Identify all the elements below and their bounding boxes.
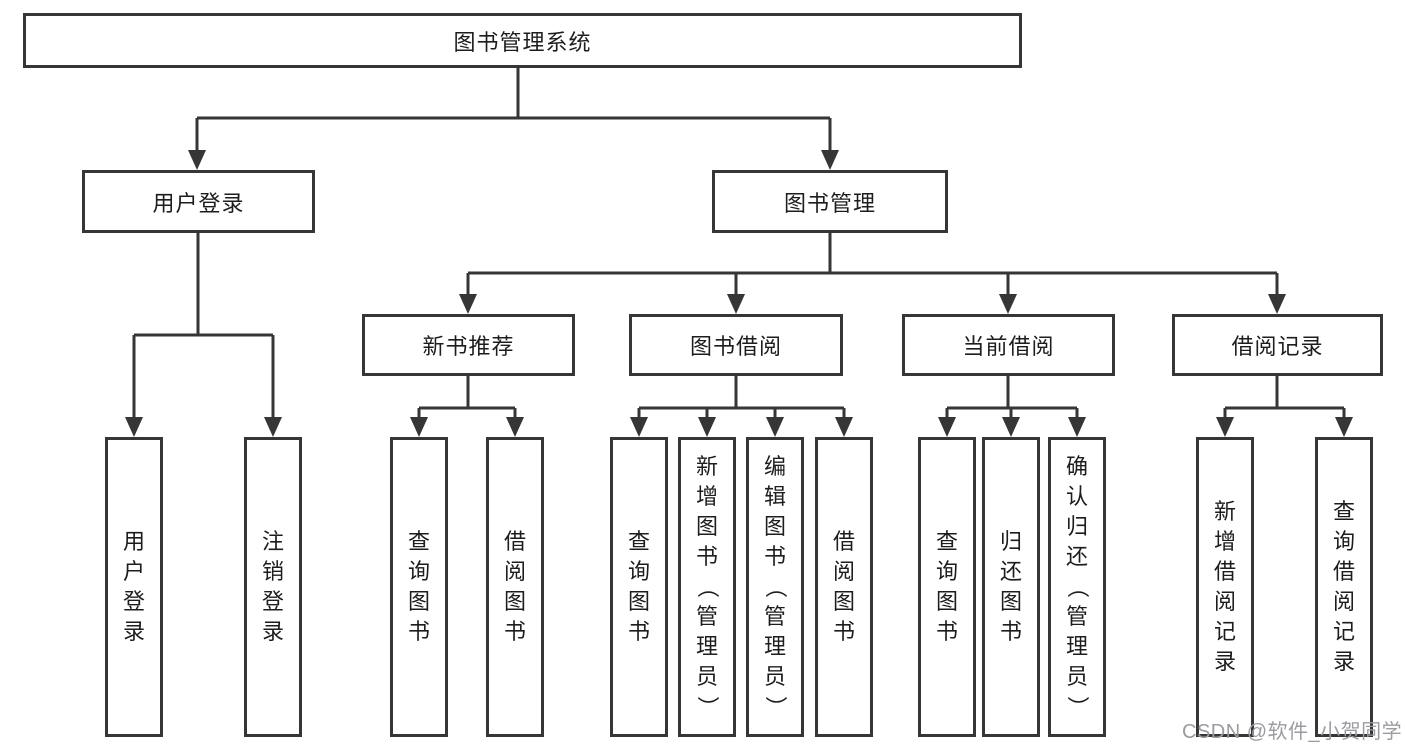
node-book-borrowing-label: 图书借阅 xyxy=(689,334,782,359)
leaf-borrow-books-label: 借阅图书 xyxy=(832,529,855,644)
leaf-query-books-borrowing-label: 查询图书 xyxy=(627,529,650,644)
leaf-query-borrow-record-label: 查询借阅记录 xyxy=(1332,499,1355,674)
leaf-add-books-admin: 新增图书（管理员） xyxy=(678,437,736,737)
node-borrowing-records: 借阅记录 xyxy=(1172,314,1383,376)
leaf-logout: 注销登录 xyxy=(244,437,302,737)
connector-borrowing-records xyxy=(1216,376,1353,437)
leaf-user-login-label: 用户登录 xyxy=(122,529,145,644)
leaf-query-borrow-record: 查询借阅记录 xyxy=(1315,437,1373,737)
node-current-borrowing-label: 当前借阅 xyxy=(962,334,1055,359)
node-borrowing-records-label: 借阅记录 xyxy=(1231,334,1324,359)
leaf-query-books-current: 查询图书 xyxy=(918,437,976,737)
node-book-management: 图书管理 xyxy=(712,170,948,233)
leaf-add-books-admin-label: 新增图书（管理员） xyxy=(694,454,720,719)
node-book-management-label: 图书管理 xyxy=(783,190,876,216)
node-root-system: 图书管理系统 xyxy=(23,13,1022,68)
leaf-return-books-label: 归还图书 xyxy=(999,529,1022,644)
leaf-user-login: 用户登录 xyxy=(105,437,163,737)
leaf-borrow-books-recommend: 借阅图书 xyxy=(486,437,544,737)
node-user-login-label: 用户登录 xyxy=(152,190,245,216)
leaf-edit-books-admin: 编辑图书（管理员） xyxy=(746,437,804,737)
leaf-query-books-borrowing: 查询图书 xyxy=(610,437,668,737)
leaf-borrow-books-recommend-label: 借阅图书 xyxy=(503,529,526,644)
connector-new-book-recommend xyxy=(410,376,524,437)
csdn-watermark: CSDN @软件_小贺同学 xyxy=(1182,721,1403,743)
node-new-book-recommend: 新书推荐 xyxy=(362,314,575,376)
leaf-borrow-books: 借阅图书 xyxy=(815,437,873,737)
leaf-return-books: 归还图书 xyxy=(982,437,1040,737)
node-user-login: 用户登录 xyxy=(82,170,315,233)
leaf-query-books-recommend: 查询图书 xyxy=(390,437,448,737)
leaf-confirm-return-admin: 确认归还（管理员） xyxy=(1048,437,1106,737)
leaf-confirm-return-admin-label: 确认归还（管理员） xyxy=(1064,454,1090,719)
node-root-label: 图书管理系统 xyxy=(453,29,592,55)
node-current-borrowing: 当前借阅 xyxy=(902,314,1115,376)
leaf-add-borrow-record: 新增借阅记录 xyxy=(1196,437,1254,737)
connector-root xyxy=(188,68,839,170)
leaf-query-books-recommend-label: 查询图书 xyxy=(407,529,430,644)
connector-current-borrowing xyxy=(938,376,1086,437)
leaf-logout-label: 注销登录 xyxy=(261,529,284,644)
connector-book-borrowing xyxy=(630,376,853,437)
leaf-edit-books-admin-label: 编辑图书（管理员） xyxy=(762,454,788,719)
leaf-add-borrow-record-label: 新增借阅记录 xyxy=(1213,499,1236,674)
connector-user-login xyxy=(125,233,282,437)
connector-book-management xyxy=(459,233,1286,314)
node-new-book-recommend-label: 新书推荐 xyxy=(422,334,515,359)
leaf-query-books-current-label: 查询图书 xyxy=(935,529,958,644)
node-book-borrowing: 图书借阅 xyxy=(629,314,843,376)
